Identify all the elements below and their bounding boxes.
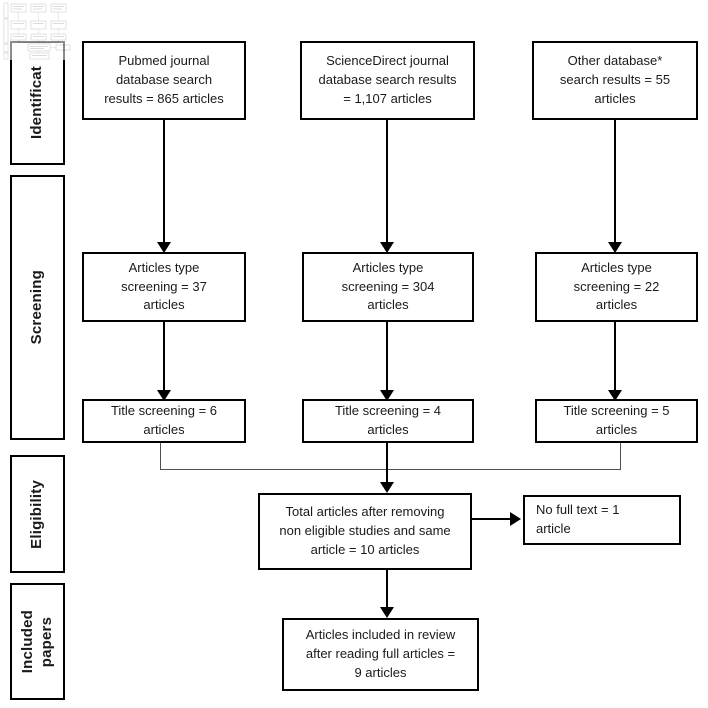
connector-eligibility-to-included [386, 570, 388, 612]
arrowhead-articletype-to-title-sciencedirect [380, 390, 394, 401]
connector-title-other-drop [620, 443, 621, 469]
stage-screening-label: Screening [28, 270, 46, 345]
box-pubmed-search: Pubmed journal database search results =… [82, 41, 246, 120]
connector-title-pubmed-drop [160, 443, 161, 469]
box-title-screening-sciencedirect: Title screening = 4 articles [302, 399, 474, 443]
connector-articletype-to-title-other [614, 322, 616, 394]
box-title-screening-other-text: Title screening = 5 articles [563, 403, 670, 437]
box-pubmed-search-text: Pubmed journal database search results =… [104, 53, 224, 106]
arrowhead-other-to-articletype [608, 242, 622, 253]
box-title-screening-other: Title screening = 5 articles [535, 399, 698, 443]
connector-sciencedirect-to-articletype [386, 120, 388, 244]
box-articles-included-text: Articles included in review after readin… [305, 627, 456, 680]
box-no-full-text-text: No full text = 1 article [536, 502, 620, 536]
arrowhead-articletype-to-title-pubmed [157, 390, 171, 401]
connector-pubmed-to-articletype [163, 120, 165, 244]
box-article-type-sciencedirect-text: Articles type screening = 304 articles [341, 259, 435, 313]
connector-merge-to-eligibility [386, 443, 388, 485]
box-article-type-pubmed: Articles type screening = 37 articles [82, 252, 246, 322]
arrowhead-eligibility-to-nofulltext [510, 512, 521, 526]
box-article-type-other-text: Articles type screening = 22 articles [573, 259, 660, 313]
box-title-screening-pubmed: Title screening = 6 articles [82, 399, 246, 443]
connector-articletype-to-title-sciencedirect [386, 322, 388, 394]
box-total-articles: Total articles after removing non eligib… [258, 493, 472, 570]
stage-identification-label: Identificat [28, 66, 46, 140]
thumbnail-icon [3, 2, 71, 60]
stage-included-papers: Included papers [10, 583, 65, 700]
box-title-screening-sciencedirect-text: Title screening = 4 articles [334, 403, 442, 437]
box-other-database-search-text: Other database* search results = 55 arti… [559, 53, 671, 106]
arrowhead-eligibility-to-included [380, 607, 394, 618]
connector-articletype-to-title-pubmed [163, 322, 165, 394]
stage-screening: Screening [10, 175, 65, 440]
stage-eligibility-label: Eligibility [28, 479, 46, 549]
diagram-thumbnail-artifact [2, 2, 74, 60]
connector-other-to-articletype [614, 120, 616, 244]
stage-eligibility: Eligibility [10, 455, 65, 573]
arrowhead-articletype-to-title-other [608, 390, 622, 401]
box-sciencedirect-search: ScienceDirect journal database search re… [300, 41, 475, 120]
box-article-type-other: Articles type screening = 22 articles [535, 252, 698, 322]
box-article-type-pubmed-text: Articles type screening = 37 articles [121, 259, 207, 313]
box-other-database-search: Other database* search results = 55 arti… [532, 41, 698, 120]
connector-eligibility-to-nofulltext [472, 518, 516, 520]
box-article-type-sciencedirect: Articles type screening = 304 articles [302, 252, 474, 322]
connector-merge-horizontal [160, 469, 621, 470]
box-no-full-text: No full text = 1 article [523, 495, 681, 545]
arrowhead-sciencedirect-to-articletype [380, 242, 394, 253]
arrowhead-merge-to-eligibility [380, 482, 394, 493]
box-total-articles-text: Total articles after removing non eligib… [279, 504, 451, 557]
box-title-screening-pubmed-text: Title screening = 6 articles [110, 403, 218, 437]
box-sciencedirect-search-text: ScienceDirect journal database search re… [318, 53, 457, 106]
arrowhead-pubmed-to-articletype [157, 242, 171, 253]
box-articles-included: Articles included in review after readin… [282, 618, 479, 691]
stage-included-papers-label: Included papers [18, 609, 55, 674]
